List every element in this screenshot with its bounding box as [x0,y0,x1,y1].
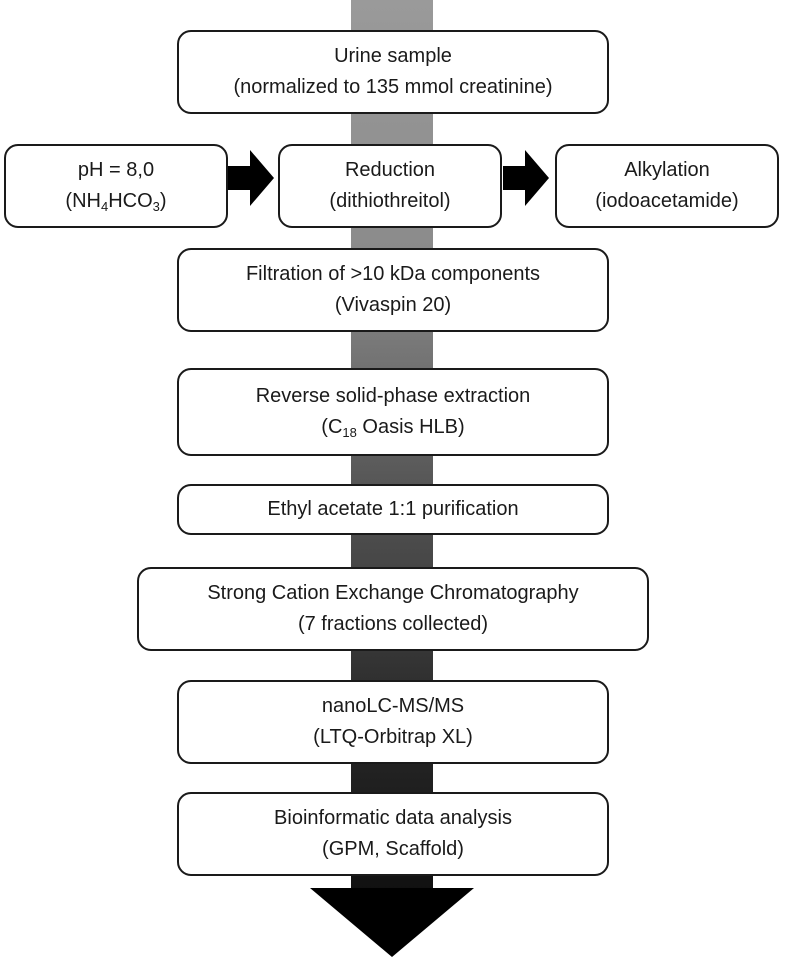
step-nanolc-title: nanoLC-MS/MS [321,695,465,717]
step-reduction-detail: (dithiothreitol) [329,190,451,212]
step-ph-detail: (NH4HCO3) [65,190,167,214]
step-spe-title: Reverse solid-phase extraction [255,385,531,407]
step-nanolc-msms: nanoLC-MS/MS (LTQ-Orbitrap XL) [177,680,609,764]
step-filtration-detail: (Vivaspin 20) [334,294,452,316]
step-ethyl-title: Ethyl acetate 1:1 purification [267,498,519,520]
step-reduction-title: Reduction [344,159,436,181]
arrow-right-icon-reduction-to-alkylation [503,150,549,206]
step-cation-exchange: Strong Cation Exchange Chromatography (7… [137,567,649,651]
step-ph-title: pH = 8,0 [77,159,155,181]
step-alkylation: Alkylation (iodoacetamide) [555,144,779,228]
step-urine-sample: Urine sample (normalized to 135 mmol cre… [177,30,609,114]
step-bioinfo-title: Bioinformatic data analysis [274,807,512,829]
step-urine-detail: (normalized to 135 mmol creatinine) [233,76,553,98]
step-filtration: Filtration of >10 kDa components (Vivasp… [177,248,609,332]
step-nanolc-detail: (LTQ-Orbitrap XL) [313,726,473,748]
step-solid-phase-extraction: Reverse solid-phase extraction (C18 Oasi… [177,368,609,456]
step-scx-detail: (7 fractions collected) [297,613,489,635]
step-bioinfo-detail: (GPM, Scaffold) [322,838,464,860]
step-bioinformatic-analysis: Bioinformatic data analysis (GPM, Scaffo… [177,792,609,876]
step-reduction: Reduction (dithiothreitol) [278,144,502,228]
step-filtration-title: Filtration of >10 kDa components [245,263,541,285]
step-alkylation-title: Alkylation [624,159,710,181]
arrow-right-icon-ph-to-reduction [228,150,274,206]
step-ethyl-acetate-purification: Ethyl acetate 1:1 purification [177,484,609,535]
step-ph-adjustment: pH = 8,0 (NH4HCO3) [4,144,228,228]
step-alkylation-detail: (iodoacetamide) [595,190,739,212]
step-spe-detail: (C18 Oasis HLB) [321,416,465,440]
step-urine-title: Urine sample [334,45,452,67]
step-scx-title: Strong Cation Exchange Chromatography [207,582,579,604]
